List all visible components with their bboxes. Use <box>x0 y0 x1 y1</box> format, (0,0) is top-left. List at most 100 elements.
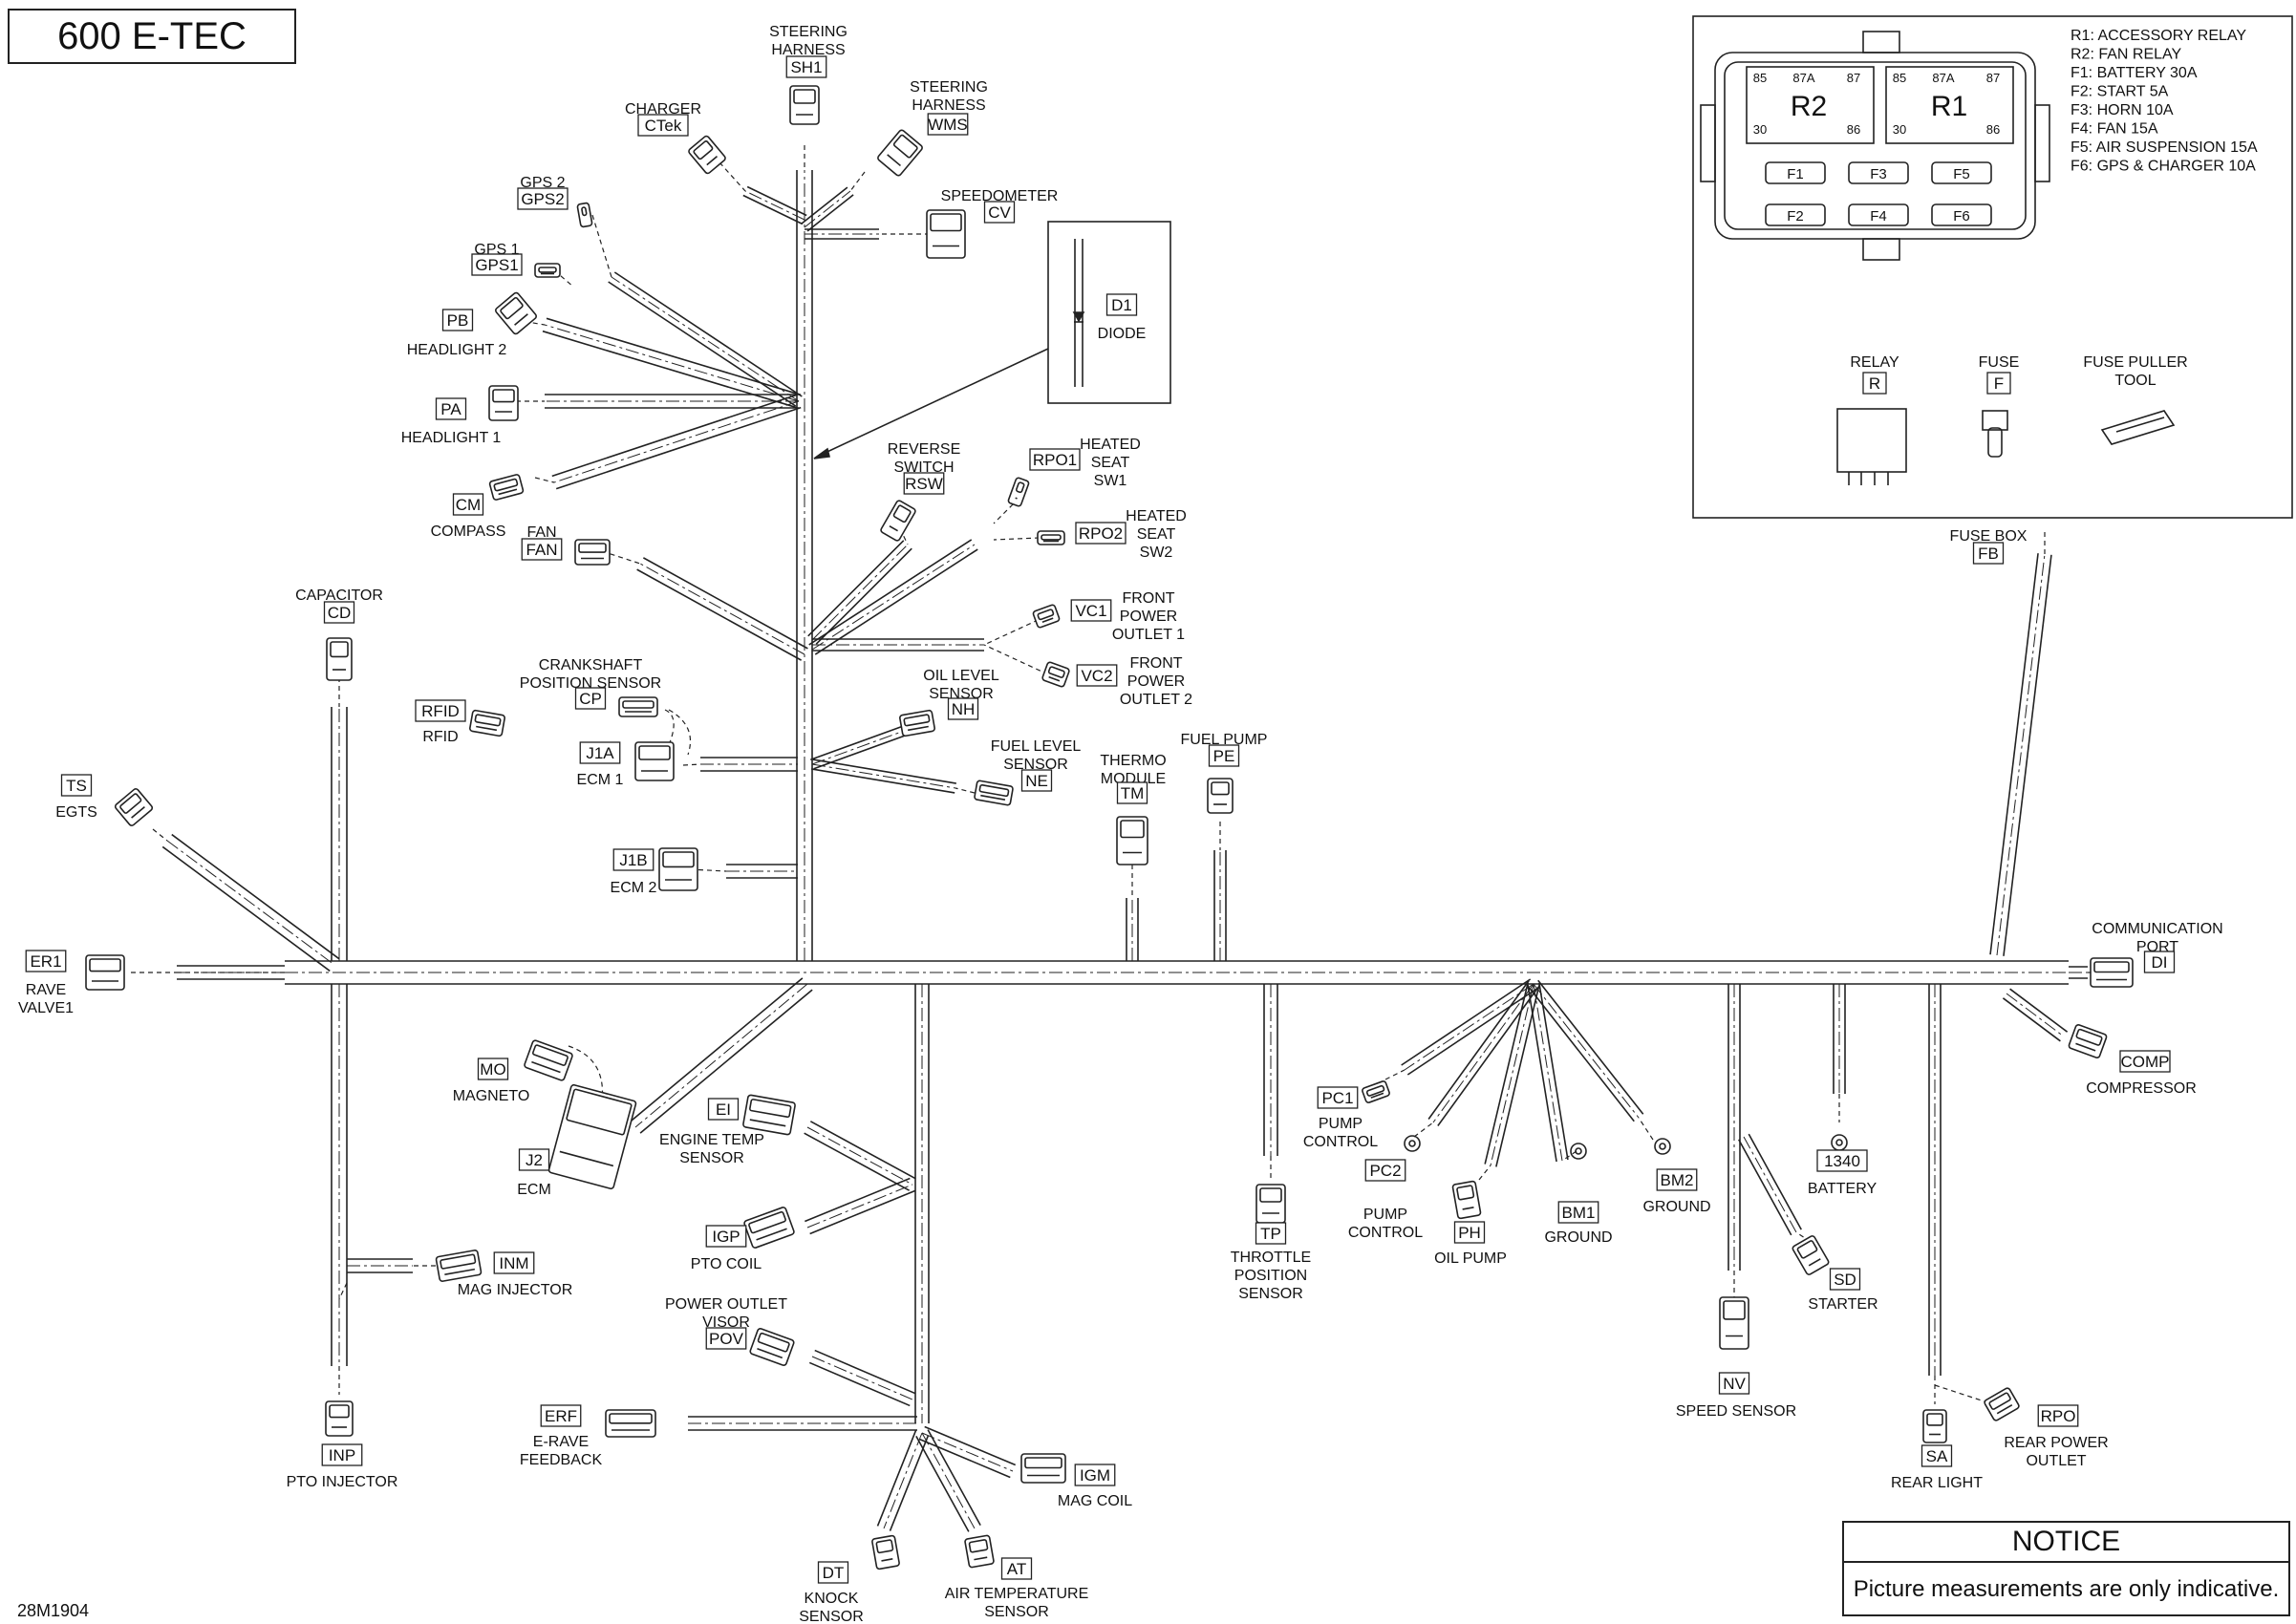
wire-lead <box>983 644 1049 675</box>
nh-connector <box>899 709 935 737</box>
component-label: STEERING <box>769 24 848 40</box>
tp-drop <box>1263 984 1278 1156</box>
connector-code: RFID <box>421 702 460 720</box>
diagram-title: 600 E-TEC <box>8 9 296 64</box>
relay-pin-label: 86 <box>1847 122 1860 137</box>
j1a-branch <box>700 757 798 772</box>
fuse-box-part-name: RELAY <box>1850 354 1899 371</box>
diode-inset <box>813 221 1171 459</box>
component-label: OUTLET <box>2026 1453 2086 1469</box>
component-label: CAPACITOR <box>295 588 383 604</box>
connector-code: J2 <box>526 1151 543 1169</box>
component-label: SPEEDOMETER <box>941 188 1059 204</box>
wire-lead <box>668 709 692 756</box>
connector-code-box <box>1105 293 1138 316</box>
component-label: SENSOR <box>984 1604 1049 1620</box>
rpo2-connector <box>1037 530 1065 545</box>
component-label: SENSOR <box>799 1609 864 1624</box>
connector-code-box <box>785 55 827 78</box>
capacitor-drop <box>331 707 348 961</box>
connector-code-box <box>983 201 1016 224</box>
er1-branch <box>177 965 285 980</box>
component-label: OUTLET 2 <box>1120 692 1192 708</box>
wire-lead <box>591 214 612 278</box>
vc1-connector <box>1032 604 1061 629</box>
component-label: MAG INJECTOR <box>458 1282 573 1298</box>
component-inm: MAG INJECTOR INM <box>458 1251 573 1298</box>
connector-code: ER1 <box>30 952 61 971</box>
pc1-branch <box>1401 978 1537 1076</box>
notice-box: NOTICE Picture measurements are only ind… <box>1842 1521 2290 1616</box>
connector-code: TM <box>1121 784 1145 802</box>
connector-code: CM <box>456 496 481 514</box>
fuse-box-part-code: F <box>1994 374 2004 393</box>
j1b-connector <box>658 847 698 891</box>
connector-code-box <box>435 397 467 420</box>
wire-lead <box>1934 1384 1988 1403</box>
connector-code-box <box>415 699 466 722</box>
pc2-terminal-icon <box>1404 1135 1421 1152</box>
relay-pin-label: 87A <box>1932 71 1954 85</box>
connector-code: IGM <box>1080 1466 1110 1485</box>
component-label: KNOCK <box>805 1591 859 1607</box>
connector-code: INM <box>499 1254 528 1272</box>
connector-code-box <box>1000 1557 1033 1580</box>
connector-code: PA <box>440 400 461 418</box>
component-label: PUMP <box>1319 1116 1363 1132</box>
connector-code-box <box>1557 1201 1599 1224</box>
ei-branch <box>804 1121 916 1191</box>
connector-code-box <box>2119 1050 2171 1073</box>
connector-code: SD <box>1834 1271 1856 1289</box>
connector-code-box <box>927 113 969 136</box>
cm-connector <box>488 474 525 501</box>
connector-code-box <box>323 601 355 624</box>
wire-lead <box>955 787 976 794</box>
wire-lead <box>1478 1165 1491 1181</box>
component-label: SW1 <box>1094 473 1127 489</box>
connector-code: PC2 <box>1369 1162 1401 1180</box>
connector-code: NH <box>952 700 976 718</box>
connector-code: WMS <box>928 116 968 134</box>
component-label: FUSE BOX <box>1950 528 2028 545</box>
component-pa: HEADLIGHT 1PA <box>401 397 501 446</box>
mag-injector-branch <box>347 1258 413 1273</box>
wire-lead <box>534 477 555 483</box>
connectors <box>85 85 2134 1571</box>
connector-code-box <box>705 1225 747 1248</box>
component-label: ENGINE TEMP <box>659 1132 764 1148</box>
connector-code: DT <box>823 1564 845 1582</box>
fan-branch <box>636 557 808 661</box>
connector-code: D1 <box>1111 296 1132 314</box>
connector-code-box <box>25 950 67 972</box>
component-label: HEATED <box>1126 508 1187 524</box>
connector-code: PH <box>1458 1224 1481 1242</box>
connector-code-box <box>1020 769 1053 792</box>
connector-code: SH1 <box>790 58 822 76</box>
component-label: FRONT <box>1129 655 1182 672</box>
j1a-connector <box>634 741 675 781</box>
component-label: AIR TEMPERATURE <box>945 1586 1089 1602</box>
connector-code: IGP <box>712 1228 740 1246</box>
component-label: ECM <box>517 1182 551 1198</box>
connector-code-box <box>477 1058 509 1080</box>
component-label: GROUND <box>1544 1229 1612 1246</box>
rpo1-connector <box>1007 477 1030 507</box>
component-label: STEERING <box>910 79 988 96</box>
connector-code-box <box>947 697 979 720</box>
connector-code-box <box>1116 781 1148 804</box>
